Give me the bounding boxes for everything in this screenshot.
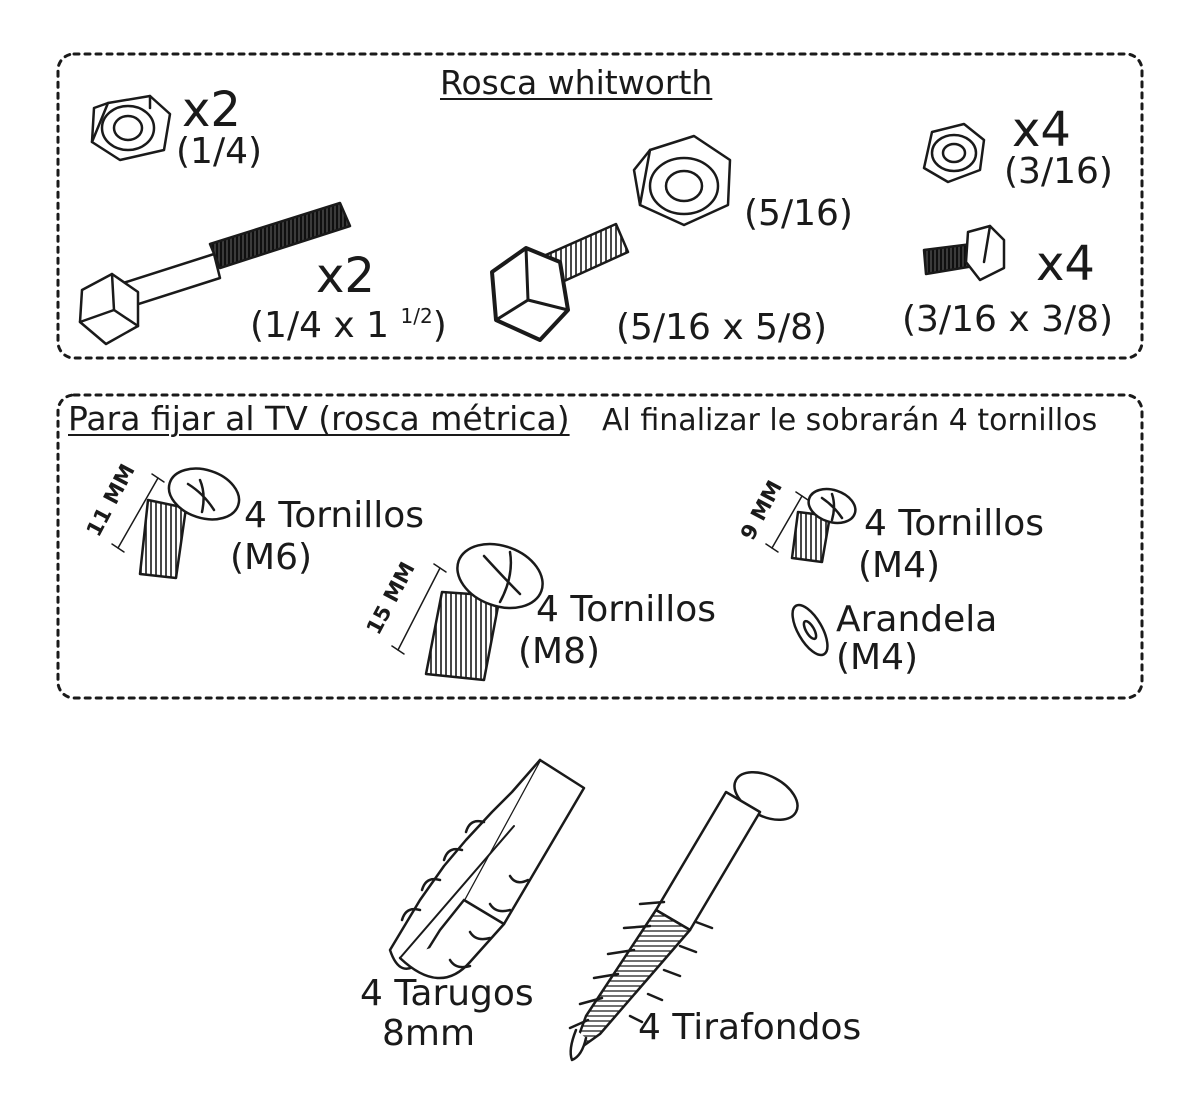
nut-three-sixteenths-size: (3/16)	[1004, 151, 1113, 192]
bolt-five-sixteenths-size: (5/16 x 5/8)	[616, 307, 828, 348]
machine-screw-m8-icon	[391, 542, 544, 682]
screw-m8-size: (M8)	[518, 631, 601, 672]
screw-m4-qty: 4 Tornillos	[864, 503, 1045, 544]
metric-section-frame	[56, 393, 1144, 700]
bolt-quarter-qty: x2	[316, 248, 375, 304]
nut-quarter-qty: x2	[182, 82, 241, 138]
hex-nut-five-sixteenths-icon	[632, 134, 732, 227]
screw-m4-size: (M4)	[858, 545, 941, 586]
washer-m4-size: (M4)	[836, 637, 919, 678]
machine-screw-m6-icon	[111, 467, 241, 580]
anchor-size: 8mm	[382, 1013, 476, 1054]
whitworth-section-title: Rosca whitworth	[440, 63, 713, 102]
lag-screw-icon	[568, 770, 799, 1062]
anchor-qty: 4 Tarugos	[360, 973, 534, 1014]
screw-m8-qty: 4 Tornillos	[536, 589, 717, 630]
wall-anchor-icon	[388, 758, 586, 980]
hex-nut-three-sixteenths-icon	[922, 122, 986, 184]
washer-m4-icon	[791, 603, 829, 657]
bolt-quarter-size: (1/4 x 1 1/2)	[250, 304, 447, 346]
whitworth-section-frame	[56, 52, 1144, 360]
lag-screw-qty: 4 Tirafondos	[638, 1007, 862, 1048]
nut-three-sixteenths-qty: x4	[1012, 102, 1071, 158]
nut-five-sixteenths-size: (5/16)	[744, 193, 853, 234]
metric-section-title: Para fijar al TV (rosca métrica)	[68, 399, 570, 438]
hex-nut-quarter-icon	[90, 94, 172, 162]
hex-bolt-three-sixteenths-icon	[922, 224, 1006, 282]
hex-bolt-five-sixteenths-icon	[490, 222, 630, 342]
leftover-screws-note: Al finalizar le sobrarán 4 tornillos	[602, 403, 1098, 438]
screw-m6-size: (M6)	[230, 537, 313, 578]
washer-m4-name: Arandela	[836, 599, 998, 640]
bolt-three-sixteenths-qty: x4	[1036, 236, 1095, 292]
machine-screw-m4-icon	[765, 487, 857, 564]
hex-bolt-quarter-icon	[78, 201, 352, 346]
screw-m6-qty: 4 Tornillos	[244, 495, 425, 536]
bolt-three-sixteenths-size: (3/16 x 3/8)	[902, 299, 1114, 340]
nut-quarter-size: (1/4)	[176, 131, 263, 172]
